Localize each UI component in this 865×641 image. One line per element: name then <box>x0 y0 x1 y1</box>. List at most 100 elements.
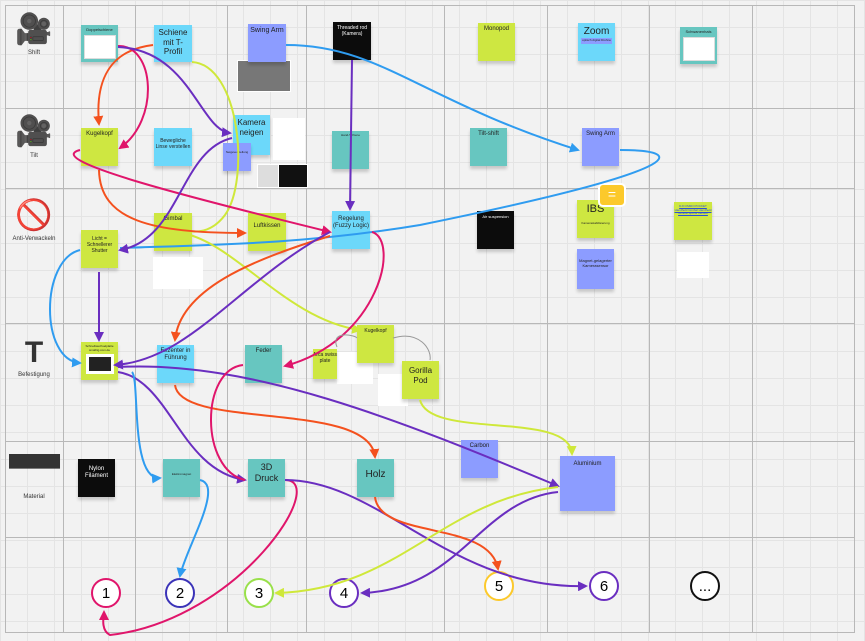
grid-line <box>63 5 64 633</box>
note-text: Monopod <box>483 26 510 32</box>
solution-5[interactable]: 5 <box>484 571 514 601</box>
note-text: Arca swiss plate <box>313 352 337 364</box>
note-text: Magnet-gelagerter Kamerasensor <box>579 258 612 268</box>
grid-line <box>5 537 855 538</box>
note-carbon[interactable]: Carbon <box>461 440 498 478</box>
gimbal-photo <box>273 118 305 160</box>
note-text: Hand-Schiene <box>340 133 360 137</box>
grid-line <box>5 188 855 189</box>
note-text: Carbon <box>469 443 490 449</box>
note-kugelkopf[interactable]: Kugelkopf <box>81 128 118 166</box>
note-tilt-shift[interactable]: Tilt-shift <box>470 128 507 166</box>
note-text: Aluminium <box>573 461 602 467</box>
anti-shake-icon: 🚫 <box>15 199 53 232</box>
note-luftkissen[interactable]: Luftkissen <box>248 213 286 251</box>
note-dji-link[interactable]: DJI OSMO POCKET Handheld Gimbal Handheld… <box>674 202 712 240</box>
note-linse[interactable]: Bewegliche Linse verstellen <box>154 128 192 166</box>
note-text: Doppelschiene <box>86 27 113 32</box>
arm-photo <box>278 164 308 188</box>
note-schiene[interactable]: Schiene mit T-Profil <box>154 25 192 62</box>
comment-icon[interactable]: = <box>598 183 626 207</box>
note-feder[interactable]: Feder <box>245 345 282 383</box>
note-text: Nylon Filament <box>84 466 108 480</box>
note-text: Air suspension <box>482 214 509 219</box>
note-regelung[interactable]: Regelung (Fuzzy Logic) <box>332 211 370 249</box>
note-text: Swing Arm <box>250 27 284 34</box>
note-exzenter[interactable]: Exzenter in Führung <box>157 345 194 383</box>
connector-sky <box>285 44 580 153</box>
solution-4[interactable]: 4 <box>329 578 359 608</box>
note-text[interactable]: DJI OSMO POCKET Handheld Gimbal Handheld… <box>674 204 712 216</box>
note-nylon[interactable]: Nylon Filament <box>78 459 115 497</box>
drone-photo <box>153 257 203 289</box>
note-text: Tilt-shift <box>478 131 499 137</box>
grid-line <box>5 632 855 633</box>
screw-icon: T <box>24 336 44 369</box>
note-text: Feder <box>255 348 272 354</box>
row-label-mounting: Befestigung <box>18 372 50 378</box>
note-gorilla-pod[interactable]: Gorilla Pod <box>402 361 439 399</box>
note-holz[interactable]: Holz <box>357 459 394 497</box>
connector-orange <box>174 384 380 459</box>
note-neigeverstellung[interactable]: Neigeverstellung <box>223 143 251 171</box>
note-schwanenhals[interactable]: Schwanenhals <box>680 27 717 64</box>
note-aluminium[interactable]: Aluminium <box>560 456 615 511</box>
note-elektromagnet[interactable]: Elektromagnet <box>163 459 200 497</box>
note-magnet[interactable]: Magnet-gelagerter Kamerasensor <box>577 249 614 289</box>
note-text: Kamera neigen <box>237 118 266 137</box>
connector-red <box>117 44 149 150</box>
note-text: Luftkissen <box>253 223 281 229</box>
row-label-anti-shake: Anti-Verwackeln <box>12 236 56 242</box>
note-licht[interactable]: Licht = Schnellerer Shutter <box>81 230 118 268</box>
note-kugelkopf-2[interactable]: Kugelkopf <box>357 325 394 363</box>
row-label-material: Material <box>23 494 45 500</box>
note-text: Swing Arm <box>586 131 615 137</box>
note-threaded-rod[interactable]: Threaded rod (Kamera) <box>333 22 371 60</box>
note-arca[interactable]: Arca swiss plate <box>313 349 337 379</box>
note-gimbal[interactable]: Gimbal <box>154 213 192 251</box>
connector-purple <box>113 231 331 370</box>
connector-sky <box>131 371 162 484</box>
solution-more[interactable]: ... <box>690 571 720 601</box>
solution-1[interactable]: 1 <box>91 578 121 608</box>
solution-6[interactable]: 6 <box>589 571 619 601</box>
grid-line <box>5 108 855 109</box>
note-swing-arm-2[interactable]: Swing Arm <box>582 128 619 166</box>
grid-line <box>306 5 307 633</box>
note-text: Elektromagnet <box>171 472 192 476</box>
note-doppelschiene[interactable]: Doppelschiene <box>81 25 118 62</box>
solution-2[interactable]: 2 <box>165 578 195 608</box>
note-schnellwechsel[interactable]: Schnellwechselplatte smallrig.com.de <box>81 342 118 380</box>
grid-line <box>854 5 855 633</box>
solution-3[interactable]: 3 <box>244 578 274 608</box>
note-text: Kugelkopf <box>86 131 113 137</box>
note-text: Threaded rod (Kamera) <box>336 25 368 37</box>
grid-line <box>227 5 228 633</box>
row-label-shift: Shift <box>27 50 40 56</box>
connector-orange <box>374 496 502 571</box>
grid-line <box>444 5 445 633</box>
note-text: Schwanenhals <box>685 29 712 34</box>
connector-purple <box>360 491 559 598</box>
note-text: Zoom <box>583 26 610 37</box>
note-monopod[interactable]: Monopod <box>478 23 515 61</box>
note-text: Kugelkopf <box>364 328 387 334</box>
note-text: Gimbal <box>163 216 183 222</box>
plate-image <box>85 354 114 375</box>
note-subtext: optisch digital Drohne <box>581 38 612 44</box>
gooseneck-image <box>682 36 715 61</box>
rail-image <box>83 34 116 59</box>
grid-line <box>5 323 855 324</box>
row-label-tilt: Tilt <box>30 153 38 159</box>
connector-lime <box>274 486 559 598</box>
note-swing-arm[interactable]: Swing Arm <box>248 24 286 62</box>
note-air-suspension[interactable]: Air suspension <box>477 211 514 249</box>
note-text: Exzenter in Führung <box>160 348 191 362</box>
note-3d-druck[interactable]: 3D Druck <box>248 459 285 497</box>
camera-tilt-icon: 🎥 <box>15 115 53 148</box>
note-hand-schiene[interactable]: Hand-Schiene <box>332 131 369 169</box>
note-text: Regelung (Fuzzy Logic) <box>332 216 369 230</box>
grid-line <box>5 441 855 442</box>
